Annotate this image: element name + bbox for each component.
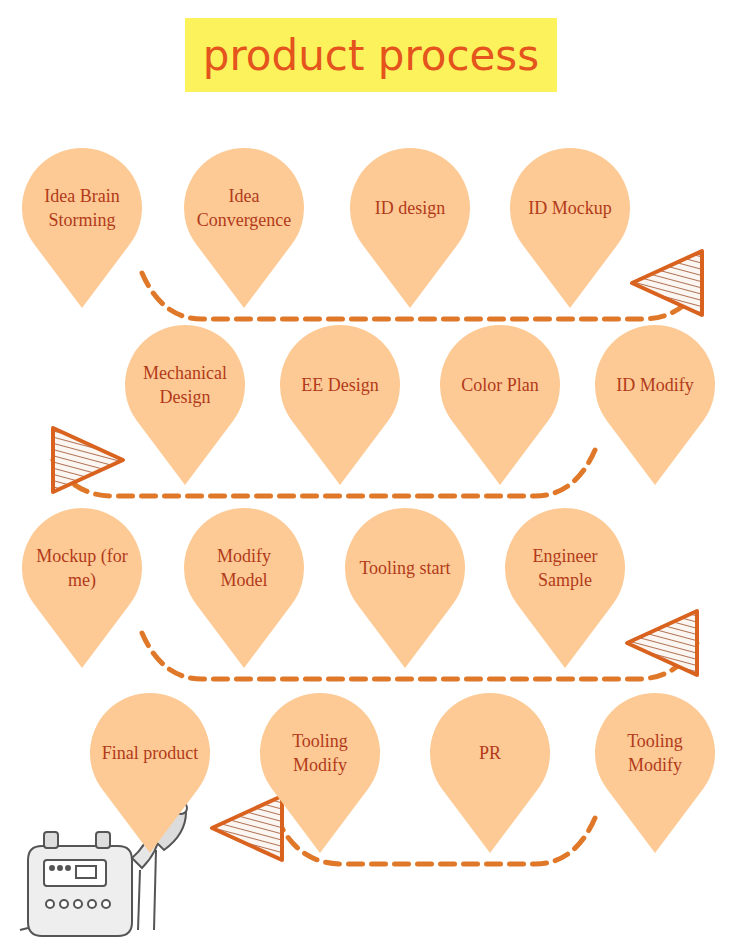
pin-outline [595, 693, 715, 853]
pin-label: Tooling Modify [268, 729, 372, 778]
process-pin: Tooling Modify [595, 693, 715, 853]
pin-text-area: Final product [98, 701, 202, 805]
pin-shape [345, 508, 465, 668]
pin-text-area: ID design [358, 156, 462, 260]
pin-text-area: Modify Model [192, 516, 296, 620]
arrow-head [212, 796, 282, 860]
pin-label: PR [479, 741, 501, 765]
pin-shape [280, 325, 400, 485]
pin-label: Mechanical Design [133, 361, 237, 410]
pin-label: Color Plan [461, 373, 539, 397]
pin-label: ID design [375, 196, 446, 220]
pin-label: Tooling Modify [603, 729, 707, 778]
pin-outline [440, 325, 560, 485]
pin-label: Modify Model [192, 544, 296, 593]
title-band: product process [185, 18, 557, 92]
process-pin: Tooling start [345, 508, 465, 668]
pin-text-area: Tooling Modify [268, 701, 372, 805]
process-pin: Mechanical Design [125, 325, 245, 485]
pin-text-area: ID Mockup [518, 156, 622, 260]
process-pin: Tooling Modify [260, 693, 380, 853]
flow-connector [212, 796, 595, 864]
pin-outline [595, 325, 715, 485]
pin-text-area: Color Plan [448, 333, 552, 437]
process-pin: Mockup (for me) [22, 508, 142, 668]
pin-label: EE Design [301, 373, 378, 397]
pin-shape [350, 148, 470, 308]
pin-label: Mockup (for me) [30, 544, 134, 593]
process-pin: ID design [350, 148, 470, 308]
process-pin: Idea Brain Storming [22, 148, 142, 308]
pin-label: ID Modify [616, 373, 694, 397]
pin-text-area: Mechanical Design [133, 333, 237, 437]
arrow-head [632, 251, 702, 315]
pin-outline [430, 693, 550, 853]
pin-shape [90, 693, 210, 853]
pin-outline [510, 148, 630, 308]
process-pin: Idea Convergence [184, 148, 304, 308]
pin-outline [184, 508, 304, 668]
pin-outline [505, 508, 625, 668]
pin-outline [345, 508, 465, 668]
arrow-head [627, 611, 697, 675]
pin-outline [280, 325, 400, 485]
pin-text-area: Tooling start [353, 516, 457, 620]
pin-shape [510, 148, 630, 308]
pin-outline [260, 693, 380, 853]
pin-text-area: PR [438, 701, 542, 805]
pin-outline [125, 325, 245, 485]
pin-label: Tooling start [359, 556, 450, 580]
process-pin: Engineer Sample [505, 508, 625, 668]
pin-outline [90, 693, 210, 853]
pin-outline [22, 148, 142, 308]
process-pin: EE Design [280, 325, 400, 485]
process-pin: Modify Model [184, 508, 304, 668]
pin-text-area: Engineer Sample [513, 516, 617, 620]
pin-text-area: Tooling Modify [603, 701, 707, 805]
pin-label: ID Mockup [528, 196, 612, 220]
pin-outline [350, 148, 470, 308]
process-pin: ID Mockup [510, 148, 630, 308]
title-text: product process [203, 31, 539, 80]
pin-label: Engineer Sample [513, 544, 617, 593]
pin-text-area: Idea Convergence [192, 156, 296, 260]
pin-shape [430, 693, 550, 853]
pin-text-area: Idea Brain Storming [30, 156, 134, 260]
process-pin: PR [430, 693, 550, 853]
arrow-head [53, 428, 123, 492]
pin-label: Final product [102, 741, 199, 765]
pin-label: Idea Brain Storming [30, 184, 134, 233]
process-pin: ID Modify [595, 325, 715, 485]
pin-shape [440, 325, 560, 485]
pin-label: Idea Convergence [192, 184, 296, 233]
process-pin: Color Plan [440, 325, 560, 485]
pin-shape [595, 325, 715, 485]
process-pin: Final product [90, 693, 210, 853]
pin-text-area: EE Design [288, 333, 392, 437]
pin-outline [22, 508, 142, 668]
pin-outline [184, 148, 304, 308]
pin-text-area: ID Modify [603, 333, 707, 437]
pin-text-area: Mockup (for me) [30, 516, 134, 620]
